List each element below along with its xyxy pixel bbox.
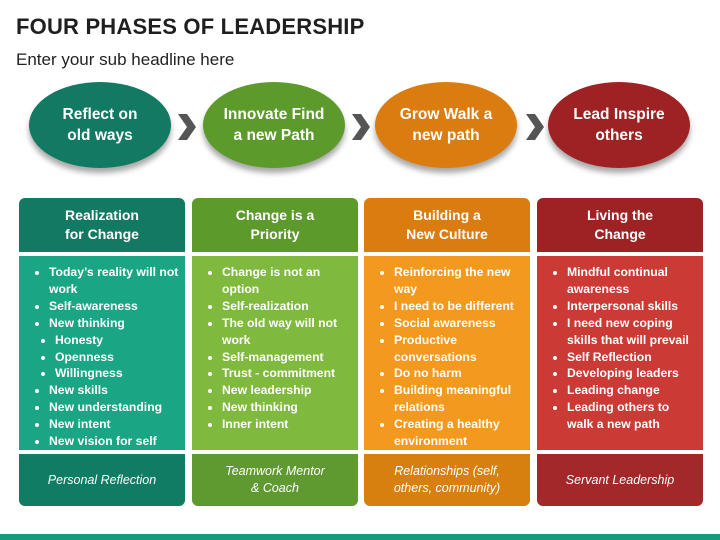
- column-footer: Teamwork Mentor & Coach: [192, 454, 358, 506]
- column-body: Reinforcing the new wayI need to be diff…: [364, 256, 530, 450]
- bullet-list: Change is not an optionSelf-realizationT…: [192, 256, 358, 433]
- phase-oval-lead: Lead Inspire others: [548, 82, 690, 168]
- bullet-list: Reinforcing the new wayI need to be diff…: [364, 256, 530, 450]
- bullet-item: Change is not an option: [222, 264, 352, 298]
- bullet-item: Trust - commitment: [222, 365, 352, 382]
- bullet-item: Self Reflection: [567, 349, 697, 366]
- bullet-item: New thinking: [49, 315, 179, 332]
- bullet-item: Interpersonal skills: [567, 298, 697, 315]
- bullet-item: Willingness: [55, 365, 179, 382]
- bullet-item: Honesty: [55, 332, 179, 349]
- chevron-right-icon: [178, 114, 196, 140]
- bullet-item: Mindful continual awareness: [567, 264, 697, 298]
- column-body: Mindful continual awarenessInterpersonal…: [537, 256, 703, 450]
- column-body: Today’s reality will not workSelf-awaren…: [19, 256, 185, 450]
- column-header: Living the Change: [537, 198, 703, 252]
- phase-oval-grow: Grow Walk a new path: [375, 82, 517, 168]
- column-header: Change is a Priority: [192, 198, 358, 252]
- phase-column-new-culture: Building a New Culture Reinforcing the n…: [364, 198, 530, 506]
- bullet-item: Self-awareness: [49, 298, 179, 315]
- bullet-item: Do no harm: [394, 365, 524, 382]
- bullet-item: New vision for self: [49, 433, 179, 450]
- phase-oval-reflect: Reflect on old ways: [29, 82, 171, 168]
- bullet-list: Today’s reality will not workSelf-awaren…: [19, 256, 185, 450]
- bullet-item: Leading others to walk a new path: [567, 399, 697, 433]
- phase-column-realization: Realization for Change Today’s reality w…: [19, 198, 185, 506]
- column-footer: Personal Reflection: [19, 454, 185, 506]
- bullet-item: Social awareness: [394, 315, 524, 332]
- bullet-item: Reinforcing the new way: [394, 264, 524, 298]
- bullet-item: New leadership: [222, 382, 352, 399]
- phase-column-living-change: Living the Change Mindful continual awar…: [537, 198, 703, 506]
- bullet-item: New thinking: [222, 399, 352, 416]
- bullet-item: Openness: [55, 349, 179, 366]
- bullet-item: Building meaningful relations: [394, 382, 524, 416]
- page-title: FOUR PHASES OF LEADERSHIP: [16, 14, 365, 39]
- column-footer: Servant Leadership: [537, 454, 703, 506]
- column-footer: Relationships (self, others, community): [364, 454, 530, 506]
- bullet-item: The old way will not work: [222, 315, 352, 349]
- bullet-list: Mindful continual awarenessInterpersonal…: [537, 256, 703, 433]
- column-body: Change is not an optionSelf-realizationT…: [192, 256, 358, 450]
- chevron-right-icon: [352, 114, 370, 140]
- bullet-item: Self-management: [222, 349, 352, 366]
- bottom-accent-bar: [0, 534, 720, 540]
- bullet-item: Developing leaders: [567, 365, 697, 382]
- bullet-item: New skills: [49, 382, 179, 399]
- bullet-item: Today’s reality will not work: [49, 264, 179, 298]
- bullet-item: I need to be different: [394, 298, 524, 315]
- column-header: Building a New Culture: [364, 198, 530, 252]
- bullet-item: Inner intent: [222, 416, 352, 433]
- column-header: Realization for Change: [19, 198, 185, 252]
- bullet-item: Productive conversations: [394, 332, 524, 366]
- chevron-right-icon: [526, 114, 544, 140]
- bullet-item: Creating a healthy environment: [394, 416, 524, 450]
- phase-column-change-priority: Change is a Priority Change is not an op…: [192, 198, 358, 506]
- phase-oval-innovate: Innovate Find a new Path: [203, 82, 345, 168]
- bullet-item: Self-realization: [222, 298, 352, 315]
- bullet-item: Leading change: [567, 382, 697, 399]
- bullet-item: New intent: [49, 416, 179, 433]
- page-subtitle: Enter your sub headline here: [16, 50, 235, 69]
- bullet-item: I need new coping skills that will preva…: [567, 315, 697, 349]
- bullet-item: New understanding: [49, 399, 179, 416]
